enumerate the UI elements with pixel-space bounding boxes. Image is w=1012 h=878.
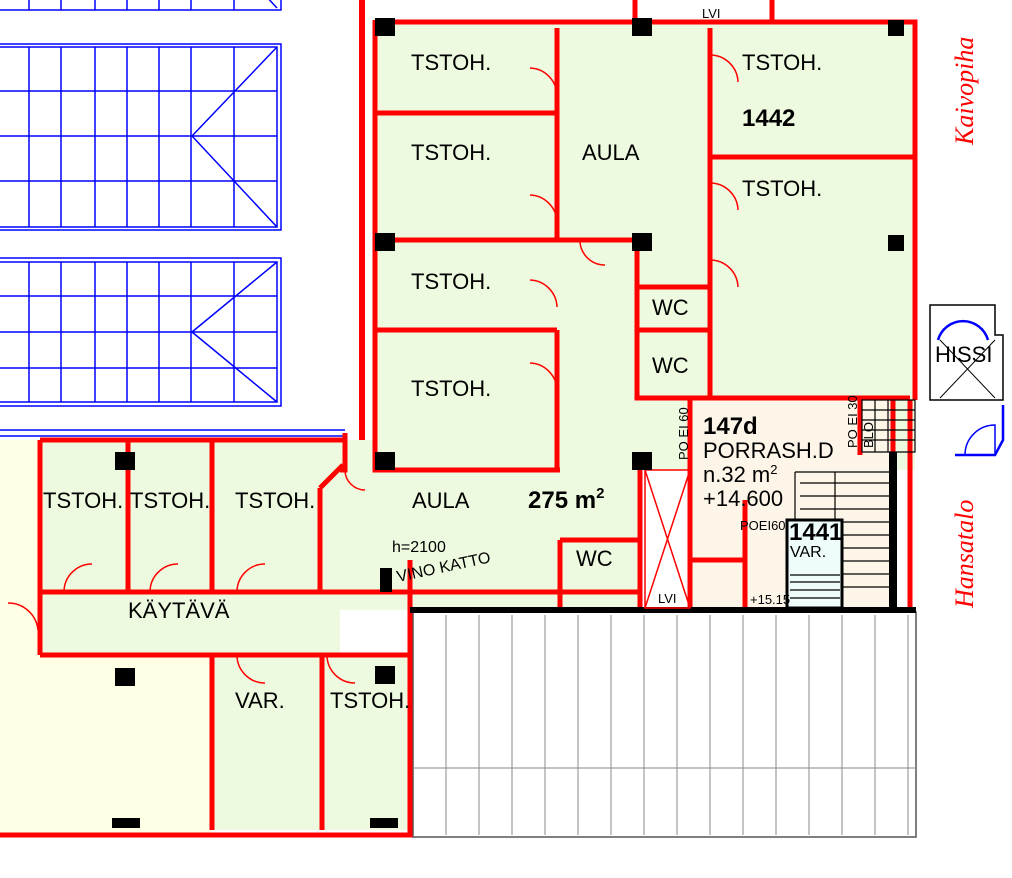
room-label-tstoh: TSTOH.: [130, 488, 210, 513]
doors: [7, 54, 739, 684]
room-labels: TSTOH. TSTOH. TSTOH. TSTOH. TSTOH. 1442 …: [43, 6, 979, 713]
room-label-tstoh: TSTOH.: [742, 50, 822, 75]
elevator-hissi: HISSI: [929, 304, 1005, 457]
room-label-var: VAR.: [235, 688, 285, 713]
street-label-hansatalo: Hansatalo: [950, 500, 979, 609]
room-label-kaytava: KÄYTÄVÄ: [128, 598, 230, 623]
room-label-lvi: LVI: [702, 6, 721, 21]
room-label-tstoh: TSTOH.: [43, 488, 123, 513]
room-label-aula: AULA: [582, 140, 640, 165]
aula-area: 275 m2: [528, 485, 604, 514]
room-label-tstoh: TSTOH.: [411, 50, 491, 75]
room-label-wc: WC: [652, 353, 689, 378]
door-rating-poei60-left: PO EI 60: [676, 407, 691, 460]
hissi-label: HISSI: [935, 342, 992, 367]
street-label-kaivopiha: Kaivopiha: [950, 37, 979, 146]
stair-id: 147d: [703, 413, 758, 440]
stair-area: n.32 m2: [703, 462, 778, 487]
roof-hatch: [413, 615, 916, 835]
room-number-1441: 1441: [789, 519, 842, 546]
door-rating-poei30: PO EI 30: [845, 395, 860, 448]
ceiling-height: h=2100: [392, 539, 446, 556]
room-label-tstoh: TSTOH.: [411, 140, 491, 165]
room-label-lvi: LVI: [658, 591, 677, 606]
room-label-tstoh: TSTOH.: [411, 269, 491, 294]
room-label-tstoh: TSTOH.: [742, 176, 822, 201]
stair-upper-level: +15.15: [750, 592, 790, 607]
room-label-wc: WC: [576, 546, 613, 571]
room-label-tstoh: TSTOH.: [235, 488, 315, 513]
stair-147d: [785, 399, 916, 610]
room-label-tstoh: TSTOH.: [330, 688, 410, 713]
room-label-tstoh: TSTOH.: [411, 376, 491, 401]
stair-name: PORRASH.D: [703, 438, 834, 463]
door-label-blo: BLO: [861, 422, 876, 448]
room-label-wc: WC: [652, 295, 689, 320]
stair-level: +14.600: [703, 486, 783, 511]
room-number-1442: 1442: [742, 105, 795, 132]
skylights: [0, 0, 345, 437]
door-rating-poei60: POEI60: [740, 518, 786, 533]
room-label-aula: AULA: [412, 488, 470, 513]
room-label-var: VAR.: [790, 544, 826, 561]
columns: [112, 18, 904, 828]
walls: [0, 0, 918, 838]
